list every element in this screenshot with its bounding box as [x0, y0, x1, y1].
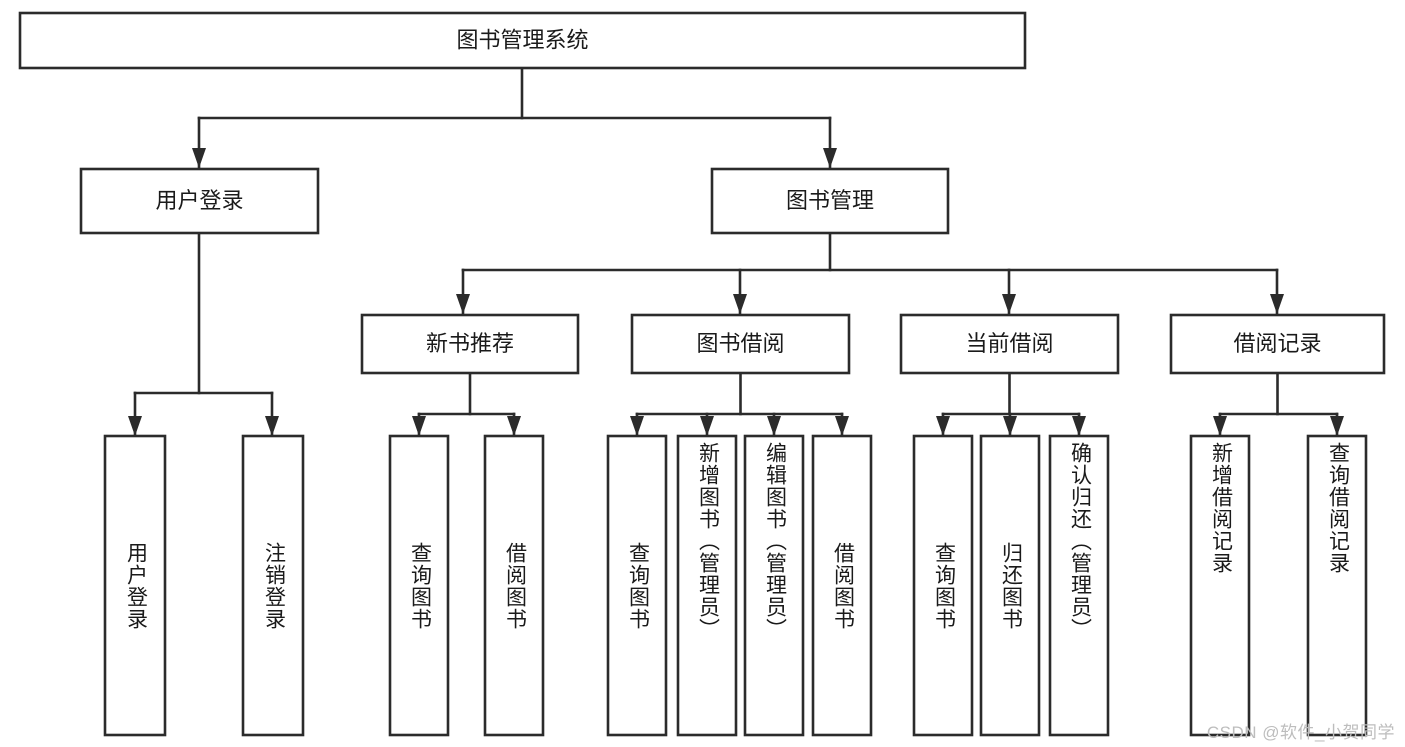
leaf-leaf-borrow-book-2-box[interactable] [811, 434, 873, 737]
book-mgmt-arrow-3 [1270, 294, 1284, 314]
book-mgmt-arrow-2 [1002, 294, 1016, 314]
branch-arrow-book-borrow-3 [835, 416, 849, 436]
node-new-book-recommend-box[interactable] [360, 313, 580, 375]
branch-arrow-book-borrow-0 [630, 416, 644, 436]
user-login-arrow-1 [265, 416, 279, 436]
leaf-leaf-edit-book-box[interactable] [743, 434, 805, 737]
node-current-borrow-box[interactable] [899, 313, 1120, 375]
node-user-login-label: 用户登录 [155, 188, 243, 213]
leaf-leaf-query-book-3-box[interactable] [912, 434, 974, 737]
leaf-leaf-logout-box[interactable] [241, 434, 305, 737]
book-mgmt-arrow-1 [733, 294, 747, 314]
root-arrow-1 [823, 148, 837, 168]
leaf-leaf-add-book-box[interactable] [676, 434, 738, 737]
connectors-layer [128, 66, 1344, 437]
node-new-book-recommend-label: 新书推荐 [426, 331, 514, 356]
branch-arrow-current-borrow-0 [936, 416, 950, 436]
branch-arrow-new-book-recommend-0 [412, 416, 426, 436]
branch-arrow-new-book-recommend-1 [507, 416, 521, 436]
branch-arrow-borrow-record-0 [1213, 416, 1227, 436]
node-user-login-box[interactable] [79, 167, 320, 235]
branch-arrow-book-borrow-1 [700, 416, 714, 436]
leaf-leaf-borrow-book-1-box[interactable] [483, 434, 545, 737]
leaf-leaf-return-book-box[interactable] [979, 434, 1041, 737]
leaf-leaf-add-record-box[interactable] [1189, 434, 1251, 737]
node-book-management-label: 图书管理 [786, 188, 874, 213]
node-borrow-record-label: 借阅记录 [1233, 331, 1321, 356]
node-book-borrow-box[interactable] [630, 313, 851, 375]
branch-arrow-book-borrow-2 [767, 416, 781, 436]
leaf-leaf-query-record-box[interactable] [1306, 434, 1368, 737]
node-book-management-box[interactable] [710, 167, 950, 235]
node-root-label: 图书管理系统 [456, 27, 588, 52]
node-current-borrow-label: 当前借阅 [965, 331, 1053, 356]
branch-arrow-current-borrow-1 [1003, 416, 1017, 436]
root-arrow-0 [192, 148, 206, 168]
node-book-borrow-label: 图书借阅 [696, 331, 784, 356]
branch-arrow-borrow-record-1 [1330, 416, 1344, 436]
leaf-leaf-confirm-return-box[interactable] [1048, 434, 1110, 737]
leaf-leaf-query-book-2-box[interactable] [606, 434, 668, 737]
node-borrow-record-box[interactable] [1169, 313, 1386, 375]
leaf-leaf-query-book-1-box[interactable] [388, 434, 450, 737]
user-login-arrow-0 [128, 416, 142, 436]
branch-arrow-current-borrow-2 [1072, 416, 1086, 436]
leaf-leaf-user-login-box[interactable] [103, 434, 167, 737]
book-mgmt-arrow-0 [456, 294, 470, 314]
node-root-box[interactable] [18, 11, 1027, 70]
watermark-credit: CSDN @软件_小贺同学 [1206, 723, 1395, 742]
